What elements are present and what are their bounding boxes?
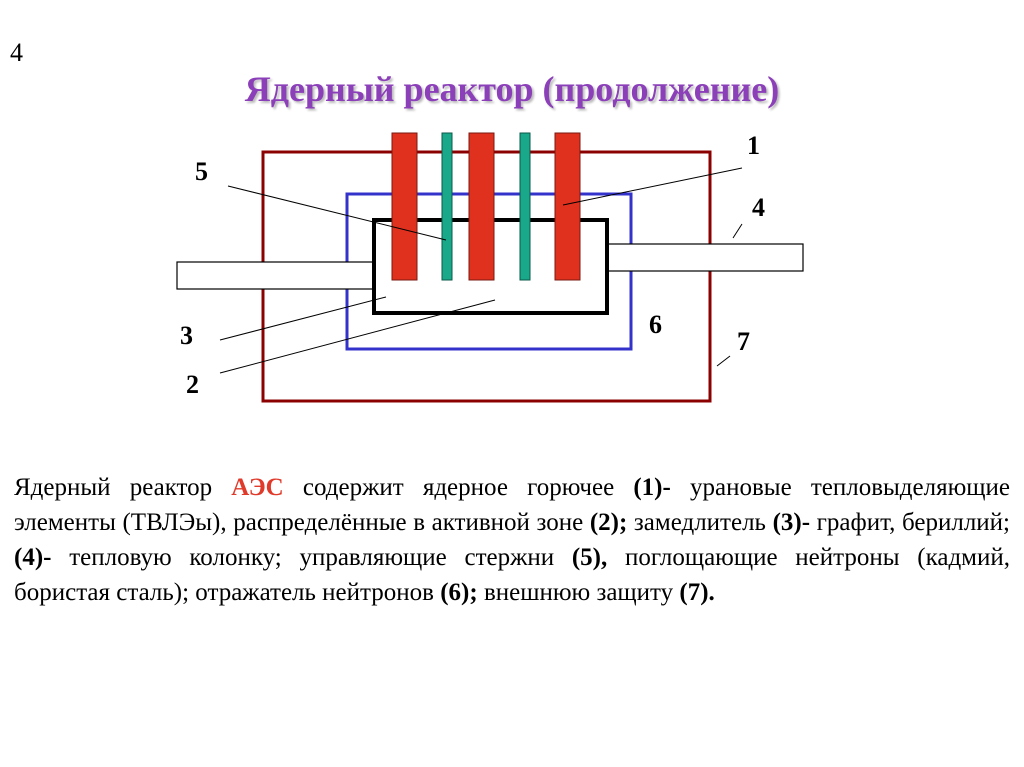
text-segment: графит, бериллий;: [810, 509, 1011, 536]
text-segment: Ядерный реактор: [14, 474, 232, 501]
thermal-column-left: [176, 261, 376, 290]
leader-line-3: [219, 296, 387, 341]
label-1: 1: [747, 131, 760, 160]
ref-1: (1)-: [633, 474, 671, 501]
ref-4: (4)-: [14, 544, 52, 571]
text-segment: урановые тепловыделяющие элементы (ТВЛЭы…: [14, 474, 1010, 536]
leader-line-7: [716, 355, 731, 367]
text-segment: замедлитель: [627, 509, 773, 536]
label-5: 5: [195, 157, 208, 186]
fuel-rod: [554, 132, 581, 281]
leader-line-2: [219, 299, 496, 374]
slide-number: 4: [10, 38, 23, 67]
label-6: 6: [649, 310, 662, 339]
ref-2: (2);: [589, 509, 628, 536]
aes-highlight: АЭС: [231, 474, 284, 501]
slide-title: Ядерный реактор (продолжение): [244, 69, 780, 109]
label-3: 3: [180, 321, 193, 350]
thermal-column-right: [606, 243, 804, 272]
text-segment: поглощающие нейтроны (кадмий, бористая с…: [14, 544, 1010, 606]
text-segment: содержит ядерное горючее: [283, 474, 634, 501]
ref-3: (3)-: [772, 509, 811, 536]
leader-line-1: [562, 167, 743, 206]
text-segment: тепловую колонку; управляющие стержни: [51, 544, 572, 571]
label-2: 2: [186, 370, 199, 399]
fuel-rod: [391, 132, 418, 281]
description-paragraph: Ядерный реактор АЭС содержит ядерное гор…: [14, 470, 1010, 610]
ref-6: (6);: [440, 579, 478, 606]
control-rod: [519, 132, 531, 281]
label-7: 7: [737, 327, 750, 356]
leader-line-5: [227, 185, 447, 241]
leader-line-4: [732, 223, 743, 239]
label-4: 4: [752, 193, 765, 222]
fuel-rod: [468, 132, 495, 281]
ref-5: (5),: [571, 544, 608, 571]
text-segment: внешнюю защиту: [477, 579, 680, 606]
control-rod: [441, 132, 453, 281]
ref-7: (7).: [679, 579, 715, 606]
